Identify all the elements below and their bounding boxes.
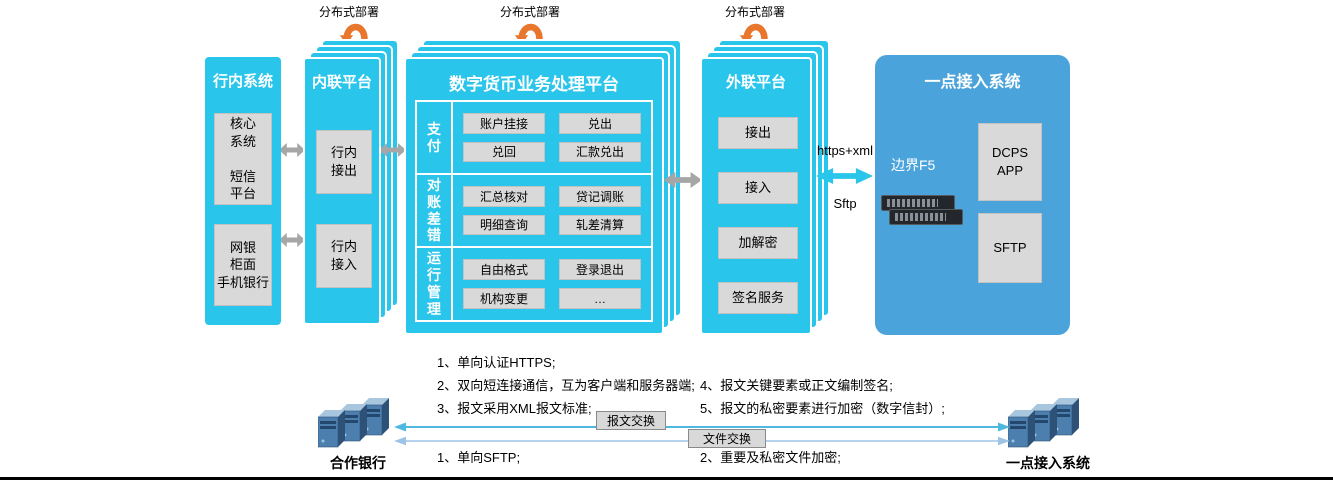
dc-item: 自由格式 — [463, 259, 545, 280]
msg-exchange-label: 报文交换 — [596, 411, 666, 430]
inbank-core-box: 核心 系统 短信 平台 — [214, 113, 272, 205]
inbank-channel-box: 网银 柜面 手机银行 — [214, 224, 272, 306]
dc-item: … — [559, 288, 641, 309]
dcps-app-box: DCPS APP — [978, 123, 1042, 201]
deploy-label-2: 分布式部署 — [499, 5, 560, 19]
internal-platform-title: 内联平台 — [311, 74, 372, 91]
dc-item: 登录退出 — [559, 259, 641, 280]
internal-platform-box: 内联平台 行内 接出 行内 接入 — [303, 57, 381, 325]
onepoint-access-label: 一点接入系统 — [1006, 455, 1090, 471]
server-cluster-icon-left — [318, 398, 392, 450]
f5-device-icon — [889, 209, 963, 225]
dc-row-operations-label: 运行管理 — [417, 248, 453, 320]
dc-platform-box: 数字货币业务处理平台 支付 账户挂接 兑出 兑回 汇款兑出 对账差错 汇总核对 … — [404, 57, 664, 335]
server-cluster-icon-right — [1008, 398, 1082, 450]
dc-platform-title: 数字货币业务处理平台 — [449, 75, 619, 94]
dc-item: 贷记调账 — [559, 186, 641, 207]
link-label-https: https+xml — [817, 143, 873, 158]
dc-item: 明细查询 — [463, 214, 545, 235]
external-platform-title: 外联平台 — [725, 74, 786, 91]
note-encrypt: 5、报文的私密要素进行加密（数字信封）; — [700, 401, 945, 416]
internal-in-box: 行内 接入 — [316, 224, 372, 288]
dc-item: 兑回 — [463, 141, 545, 162]
connector-arrow-inbank-internal-bottom — [279, 233, 305, 247]
note-xml: 3、报文采用XML报文标准; — [437, 401, 592, 416]
connector-arrow-inbank-internal-top — [279, 143, 305, 157]
inbank-system-box: 行内系统 核心 系统 短信 平台 网银 柜面 手机银行 — [205, 57, 281, 325]
note-short-conn: 2、双向短连接通信，互为客户端和服务器端; — [437, 378, 695, 393]
dc-row-payment-label: 支付 — [417, 102, 453, 173]
external-item-out: 接出 — [718, 117, 798, 149]
inbank-system-title: 行内系统 — [212, 73, 273, 90]
internal-out-box: 行内 接出 — [316, 130, 372, 194]
deploy-label-1: 分布式部署 — [318, 5, 379, 19]
cooperative-bank-label: 合作银行 — [330, 455, 386, 471]
connector-arrow-external-onepoint — [816, 168, 873, 184]
dc-platform-grid: 支付 账户挂接 兑出 兑回 汇款兑出 对账差错 汇总核对 贷记调账 明细查询 轧… — [415, 100, 653, 322]
note-https: 1、单向认证HTTPS; — [437, 355, 556, 370]
deploy-label-3: 分布式部署 — [724, 5, 785, 19]
dc-item: 汇款兑出 — [559, 141, 641, 162]
dc-row-reconciliation: 对账差错 汇总核对 贷记调账 明细查询 轧差清算 — [417, 175, 651, 248]
dc-row-operations: 运行管理 自由格式 登录退出 机构变更 … — [417, 248, 651, 320]
dc-row-payment: 支付 账户挂接 兑出 兑回 汇款兑出 — [417, 102, 651, 175]
external-item-signature: 签名服务 — [718, 282, 798, 314]
onepoint-system-title: 一点接入系统 — [924, 74, 1021, 91]
bottom-rule — [0, 477, 1333, 480]
note-sftp: 1、单向SFTP; — [437, 450, 521, 465]
note-signature: 4、报文关键要素或正文编制签名; — [700, 378, 893, 393]
border-f5-label: 边界F5 — [891, 157, 936, 173]
external-platform-box: 外联平台 接出 接入 加解密 签名服务 — [700, 57, 812, 335]
link-label-sftp: Sftp — [833, 196, 857, 211]
note-file-encrypt: 2、重要及私密文件加密; — [700, 450, 841, 465]
onepoint-system-box: 一点接入系统 边界F5 DCPS APP SFTP — [875, 55, 1070, 335]
external-item-in: 接入 — [718, 172, 798, 204]
dc-item: 账户挂接 — [463, 113, 545, 134]
dc-row-reconciliation-label: 对账差错 — [417, 175, 453, 246]
dc-item: 汇总核对 — [463, 186, 545, 207]
connector-arrow-internal-dcplatform — [379, 143, 406, 157]
dc-item: 兑出 — [559, 113, 641, 134]
file-exchange-label: 文件交换 — [688, 429, 766, 448]
connector-arrow-dcplatform-external — [664, 172, 702, 188]
dc-item: 轧差清算 — [559, 214, 641, 235]
dc-item: 机构变更 — [463, 288, 545, 309]
sftp-box: SFTP — [978, 213, 1042, 283]
external-item-crypto: 加解密 — [718, 227, 798, 259]
